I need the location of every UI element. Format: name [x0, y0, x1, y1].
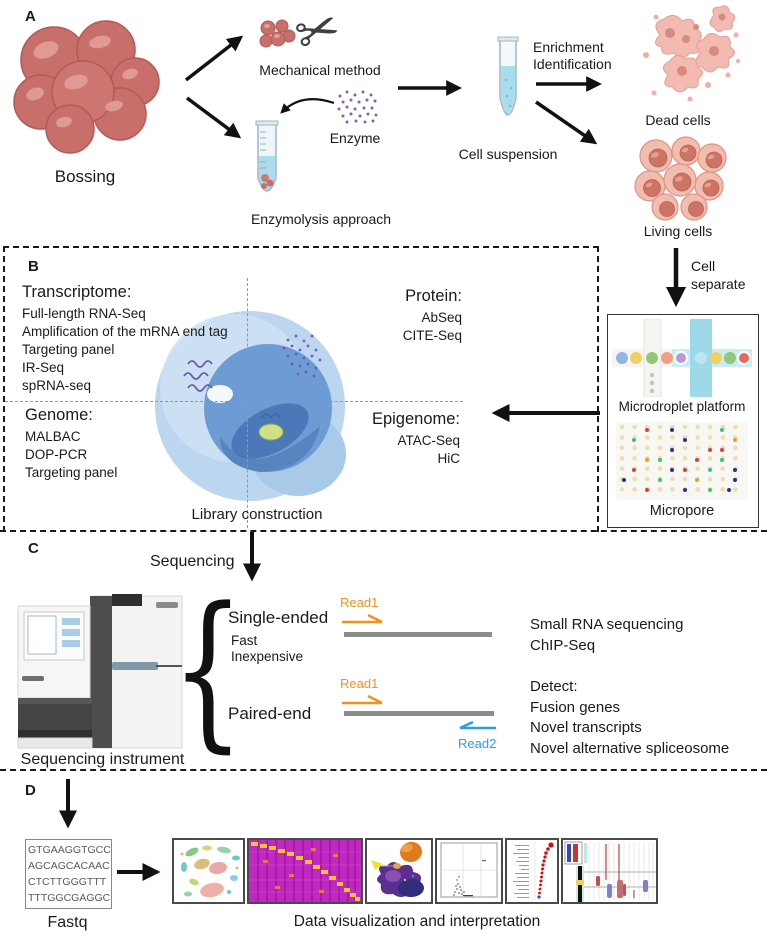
minced-tissue-icon	[259, 19, 296, 48]
epigenome-block: Epigenome: ATAC-Seq HiC	[312, 410, 460, 468]
transcriptome-item: spRNA-seq	[22, 378, 92, 393]
enzymolysis-label: Enzymolysis approach	[250, 211, 392, 227]
read2-arrow	[459, 720, 496, 730]
cell-separate-label: Cell separate	[691, 258, 746, 292]
single-ended-title: Single-ended	[228, 608, 329, 627]
sequencing-label: Sequencing	[150, 553, 235, 570]
enzymolysis-tube-icon	[255, 120, 279, 192]
library-construction-label: Library construction	[191, 506, 323, 523]
enzyme-icon	[337, 90, 378, 124]
panel-b-label: B	[28, 258, 39, 275]
arrow-tissue-to-enzymolysis	[185, 96, 242, 139]
dead-cells-illustration	[643, 5, 740, 102]
brace-glyph: {	[171, 572, 245, 769]
enzyme-label: Enzyme	[329, 130, 381, 146]
arrow-tissue-to-mechanical	[184, 35, 244, 82]
genome-item: DOP-PCR	[25, 447, 88, 462]
paired-end-title: Paired-end	[228, 704, 312, 723]
protein-block: Protein: AbSeq CITE-Seq	[312, 287, 462, 345]
tissue-illustration	[13, 20, 160, 154]
heatmap-plot	[249, 840, 361, 902]
transcriptome-item: Full-length RNA-Seq	[22, 306, 146, 321]
epigenome-title: Epigenome:	[371, 410, 460, 428]
transcriptome-title: Transcriptome:	[22, 283, 132, 301]
panel-b-border	[3, 246, 599, 532]
arrow-to-living-cells	[535, 100, 598, 145]
panel-d-label: D	[25, 782, 36, 799]
dna-fragment-bar-single	[344, 632, 492, 637]
sequencing-instrument-label: Sequencing instrument	[20, 751, 185, 768]
paired-end-apps: Detect: Fusion genes Novel transcripts N…	[530, 678, 730, 757]
read2-label: Read2	[458, 736, 497, 751]
sequencing-instrument-illustration	[17, 594, 183, 749]
thumb-umap-clusters	[172, 838, 245, 904]
umap-clusters-plot	[180, 845, 240, 898]
umap-feature-plot	[371, 841, 424, 897]
dead-cells-label: Dead cells	[645, 112, 711, 128]
genome-tracks-plot	[564, 841, 656, 902]
thumb-volcano	[435, 838, 503, 904]
tissue-label: Bossing	[54, 167, 116, 186]
volcano-plot	[440, 842, 498, 898]
enrichment-dotplot	[513, 842, 554, 900]
transcriptome-block: Transcriptome: Full-length RNA-Seq Ampli…	[22, 283, 228, 395]
scissors-icon: ✂	[288, 0, 348, 67]
genome-title: Genome:	[25, 406, 93, 424]
micropore-icon	[616, 422, 748, 500]
read1-label-paired: Read1	[340, 676, 379, 691]
read1-arrow-single	[342, 613, 383, 624]
dna-fragment-bar-paired	[344, 711, 494, 716]
genome-block: Genome: MALBAC DOP-PCR Targeting panel	[25, 406, 117, 482]
cell-library-illustration	[155, 311, 346, 501]
genome-item: MALBAC	[25, 429, 81, 444]
single-ended-apps: Small RNA sequencing ChIP-Seq	[530, 616, 684, 654]
epigenome-item: ATAC-Seq	[397, 433, 460, 448]
thumb-heatmap	[247, 838, 363, 904]
crosshair-vertical	[247, 278, 248, 528]
protein-title: Protein:	[405, 287, 462, 305]
thumb-dotplot	[505, 838, 559, 904]
epigenome-item: HiC	[437, 451, 461, 466]
cell-suspension-tube-icon	[497, 36, 519, 116]
thumb-umap-feature	[365, 838, 433, 904]
cell-suspension-label: Cell suspension	[458, 146, 558, 162]
fastq-box: GTGAAGGTGCC AGCAGCACAAC CTCTTGGGTTT TTTG…	[25, 839, 112, 909]
single-ended-traits: Fast Inexpensive	[231, 633, 304, 664]
living-cells-label: Living cells	[643, 223, 713, 239]
transcriptome-item: Targeting panel	[22, 342, 115, 357]
panel-a-label: A	[25, 8, 36, 25]
micropore-label: Micropore	[649, 503, 715, 519]
crosshair-horizontal	[5, 401, 463, 402]
fastq-label: Fastq	[47, 914, 88, 931]
read1-label-single: Read1	[340, 595, 379, 610]
living-cells-illustration	[634, 136, 727, 221]
divider-b-c	[0, 530, 767, 532]
data-visualization-label: Data visualization and interpretation	[293, 913, 541, 930]
protein-item: CITE-Seq	[402, 328, 462, 343]
divider-c-d	[0, 769, 767, 771]
transcriptome-item: Amplification of the mRNA end tag	[22, 324, 228, 339]
transcriptome-item: IR-Seq	[22, 360, 65, 375]
mechanical-method-label: Mechanical method	[259, 62, 381, 78]
arrow-enzyme-to-tube	[280, 98, 335, 114]
panel-c-label: C	[28, 540, 39, 557]
genome-item: Targeting panel	[25, 465, 118, 480]
protein-item: AbSeq	[421, 310, 462, 325]
microdroplet-platform-icon	[612, 319, 752, 397]
enrichment-label: Enrichment Identification	[533, 39, 612, 72]
read1-arrow-paired	[342, 694, 383, 705]
thumb-genome-tracks	[561, 838, 658, 904]
microdroplet-platform-label: Microdroplet platform	[618, 399, 746, 414]
